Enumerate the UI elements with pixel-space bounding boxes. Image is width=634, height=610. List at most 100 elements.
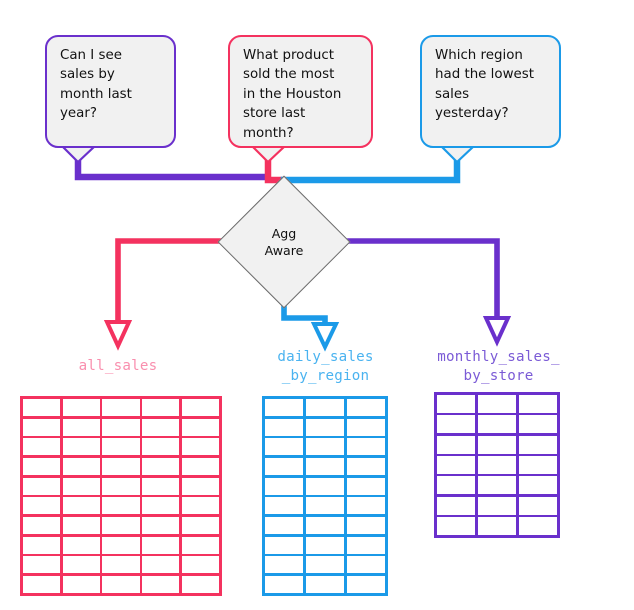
bubble-tail-blue (440, 145, 475, 164)
table-cell (62, 575, 100, 593)
table-cell (265, 399, 304, 417)
wire-purple-bus (74, 150, 270, 181)
table-cell (305, 438, 345, 456)
table-cell (265, 516, 304, 535)
table-cell (23, 438, 61, 456)
table-cell (477, 496, 517, 515)
arrowhead-purple (482, 316, 512, 347)
question-text-lowest-region: Which region had the lowest sales yester… (435, 48, 535, 122)
table-cell (518, 476, 557, 495)
table-cell (477, 415, 517, 434)
table-all-sales[interactable] (20, 396, 222, 596)
table-cell (346, 516, 385, 535)
table-cell (265, 536, 304, 554)
arrowhead-blue (310, 322, 340, 352)
question-bubble-houston-product[interactable]: What product sold the most in the Housto… (228, 35, 373, 148)
agg-aware-label-line2: Aware (264, 243, 304, 258)
table-daily-sales-by-region[interactable] (262, 396, 388, 596)
table-cell (265, 556, 304, 574)
table-cell (23, 477, 61, 495)
table-cell (305, 418, 345, 436)
table-cell (477, 517, 517, 535)
table-cell (305, 575, 345, 593)
table-cell (102, 556, 140, 574)
table-cell (437, 456, 476, 474)
table-cell (142, 556, 180, 574)
table-cell (437, 415, 476, 434)
table-cell (102, 457, 140, 476)
table-cell (265, 477, 304, 495)
table-label-monthly-sales-by-store: monthly_sales_ by_store (437, 349, 560, 384)
table-cell (102, 516, 140, 535)
table-cell (23, 457, 61, 476)
table-cell (23, 516, 61, 535)
table-cell (23, 497, 61, 515)
table-cell (437, 517, 476, 535)
table-cell (265, 497, 304, 515)
table-cell (346, 497, 385, 515)
table-cell (102, 477, 140, 495)
agg-aware-node[interactable]: Agg Aware (217, 175, 351, 309)
arrowhead-pink (103, 320, 133, 351)
table-cell (346, 438, 385, 456)
table-cell (181, 575, 219, 593)
table-cell (265, 418, 304, 436)
table-cell (477, 435, 517, 454)
table-cell (346, 536, 385, 554)
table-cell (181, 536, 219, 554)
table-cell (265, 438, 304, 456)
table-cell (477, 456, 517, 474)
table-cell (181, 556, 219, 574)
table-cell (142, 399, 180, 417)
table-cell (305, 457, 345, 476)
table-label-all-sales: all_sales (78, 358, 158, 374)
table-label-daily-sales-by-region: daily_sales _by_region (277, 349, 374, 384)
question-text-houston-product: What product sold the most in the Housto… (243, 48, 342, 141)
bubble-tail-pink (251, 145, 286, 164)
table-cell (62, 556, 100, 574)
table-cell (23, 556, 61, 574)
table-cell (346, 399, 385, 417)
question-text-month-sales: Can I see sales by month last year? (60, 48, 132, 122)
table-cell (477, 476, 517, 495)
table-cell (181, 497, 219, 515)
table-cell (62, 536, 100, 554)
table-cell (437, 476, 476, 495)
table-cell (305, 497, 345, 515)
table-monthly-sales-by-store[interactable] (434, 392, 560, 538)
table-cell (305, 516, 345, 535)
table-cell (477, 395, 517, 413)
wire-purple-to-monthly-sales (330, 238, 500, 318)
agg-aware-label-line1: Agg (271, 226, 297, 241)
table-cell (142, 575, 180, 593)
table-cell (142, 516, 180, 535)
table-cell (265, 457, 304, 476)
table-cell (518, 456, 557, 474)
table-cell (62, 438, 100, 456)
question-bubble-month-sales[interactable]: Can I see sales by month last year? (45, 35, 176, 148)
table-cell (142, 497, 180, 515)
table-cell (102, 399, 140, 417)
table-cell (305, 556, 345, 574)
bubble-tail-purple (61, 145, 96, 164)
table-cell (181, 418, 219, 436)
table-cell (305, 536, 345, 554)
table-cell (305, 477, 345, 495)
table-cell (62, 457, 100, 476)
table-cell (62, 477, 100, 495)
table-cell (265, 575, 304, 593)
table-cell (102, 497, 140, 515)
question-bubble-lowest-region[interactable]: Which region had the lowest sales yester… (420, 35, 561, 148)
table-cell (62, 418, 100, 436)
agg-aware-label: Agg Aware (237, 195, 331, 289)
table-cell (305, 399, 345, 417)
table-cell (518, 415, 557, 434)
table-cell (181, 516, 219, 535)
table-cell (142, 536, 180, 554)
table-cell (346, 575, 385, 593)
table-cell (181, 438, 219, 456)
table-cell (518, 435, 557, 454)
table-cell (23, 399, 61, 417)
table-cell (437, 435, 476, 454)
